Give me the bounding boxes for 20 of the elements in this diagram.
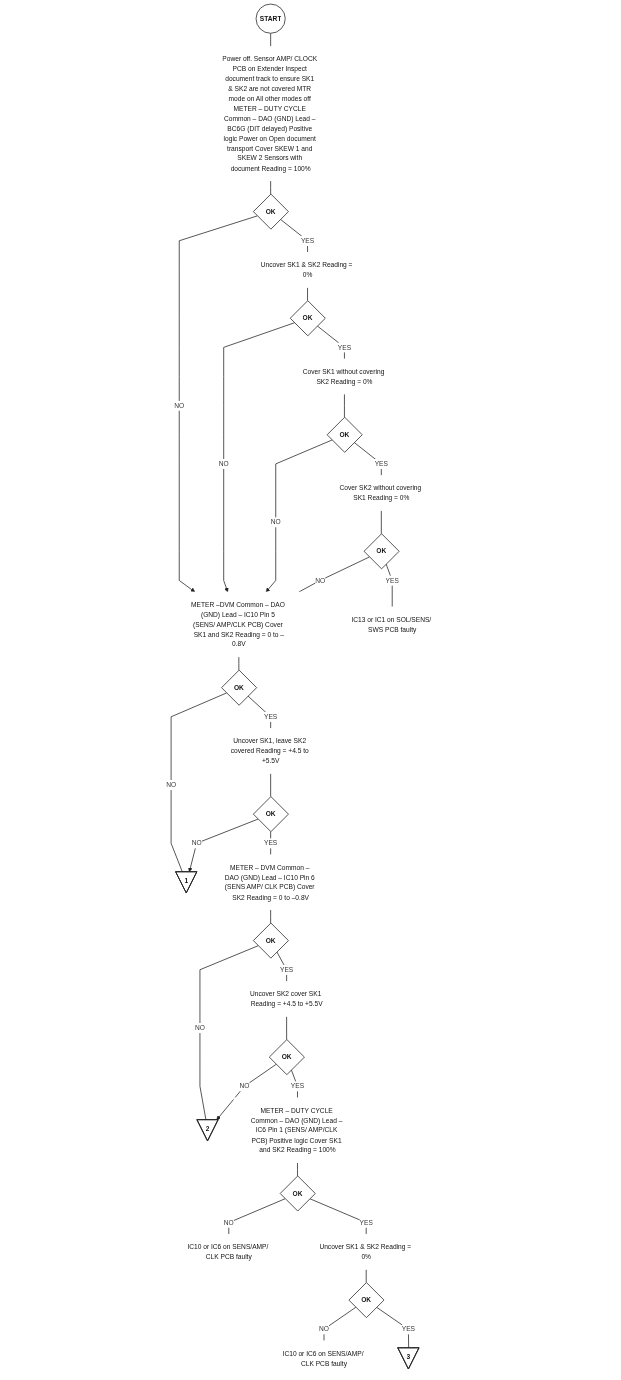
connector xyxy=(247,695,272,729)
connector xyxy=(309,1198,367,1235)
connector xyxy=(307,287,308,302)
connector xyxy=(286,1016,287,1040)
connector xyxy=(270,773,272,797)
connector xyxy=(228,1198,286,1235)
connector xyxy=(170,692,227,873)
connector xyxy=(238,656,240,671)
connector xyxy=(270,32,272,47)
connector xyxy=(270,909,272,924)
connector xyxy=(297,1162,298,1177)
connector xyxy=(199,945,259,1121)
connector xyxy=(298,556,370,593)
connector xyxy=(380,510,382,535)
connector xyxy=(291,1069,298,1099)
connector xyxy=(323,1306,357,1342)
connector xyxy=(344,393,345,418)
connector xyxy=(365,1268,367,1283)
connector xyxy=(385,563,393,608)
connector xyxy=(270,180,272,195)
